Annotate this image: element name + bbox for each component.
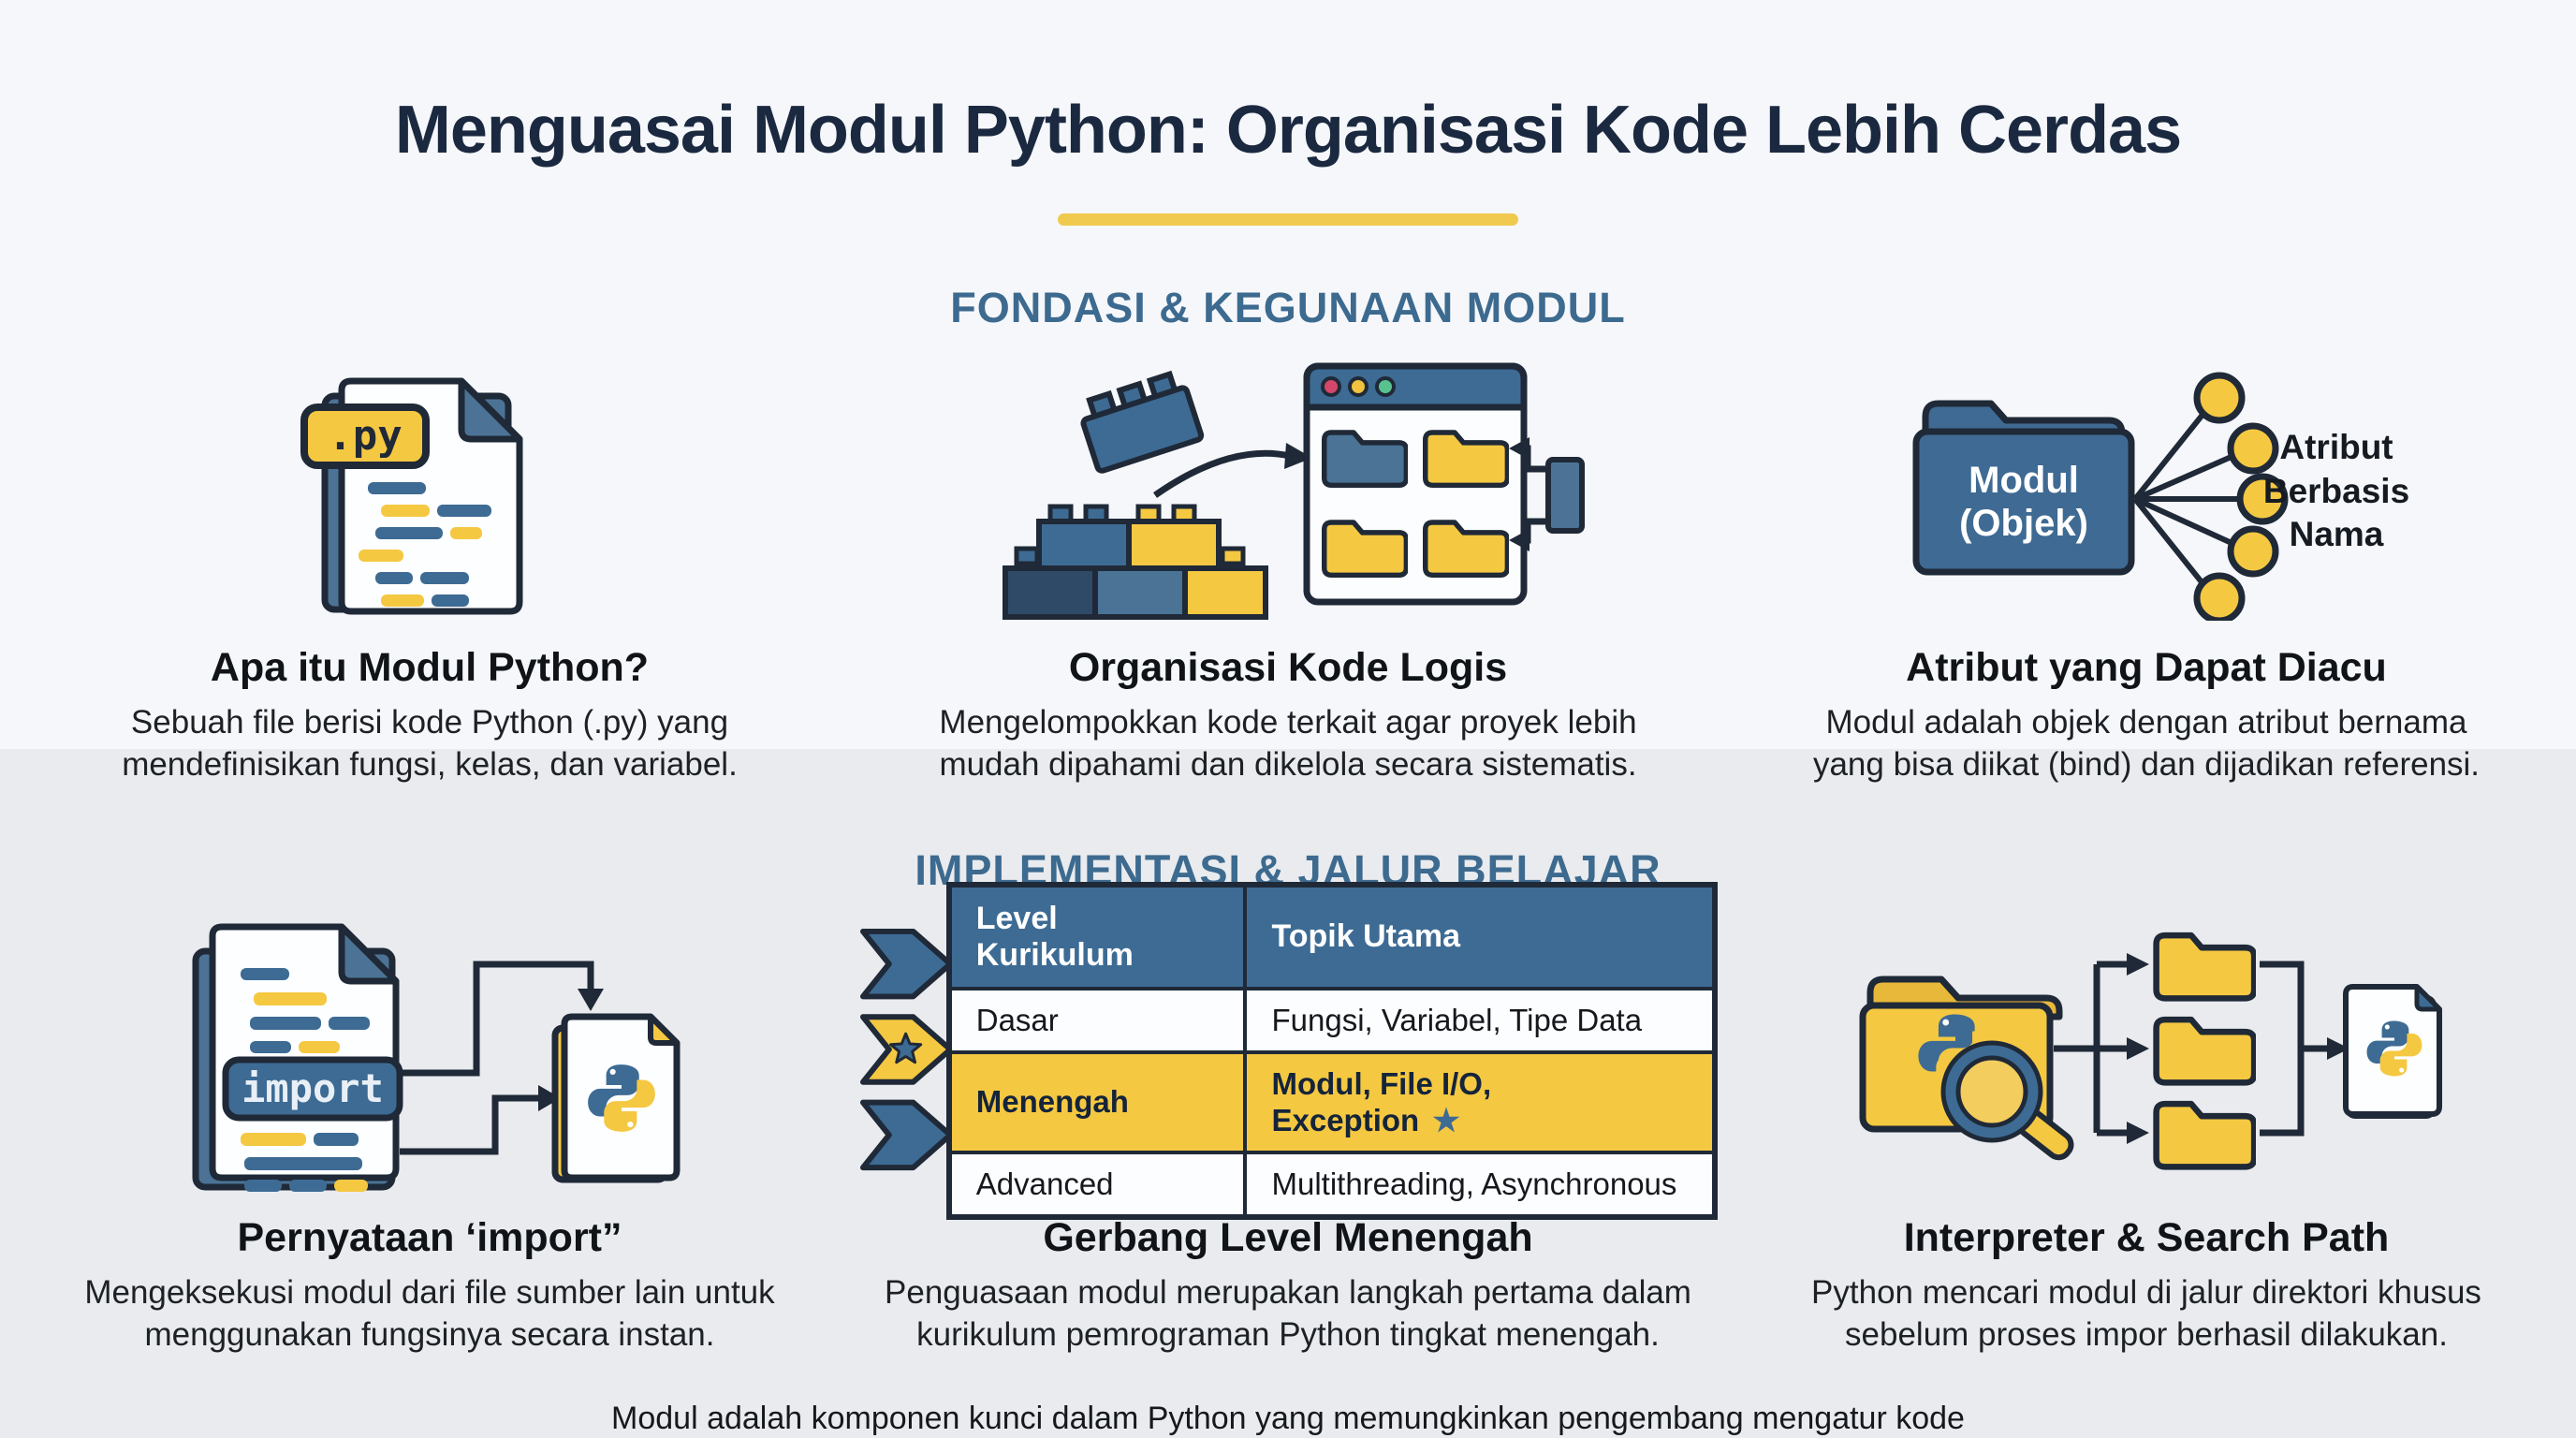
card-title: Atribut yang Dapat Diacu	[1906, 645, 2387, 691]
card-apa-itu-modul: .py Apa itu Modul Python? Sebuah file be…	[1, 332, 859, 786]
card-title: Gerbang Level Menengah	[1043, 1215, 1533, 1261]
column-header-level: Level Kurikulum	[946, 882, 1248, 990]
lego-brick-stack	[1003, 504, 1268, 621]
code-organization-icon-svg	[1003, 362, 1585, 621]
attribute-nodes	[2193, 372, 2289, 622]
card-body: Python mencari modul di jalur direktori …	[1811, 1274, 2481, 1353]
title-underline-accent	[1058, 213, 1518, 227]
search-branch-lines	[2054, 961, 2129, 1137]
card-organisasi-kode: Organisasi Kode Logis Mengelompokkan kod…	[859, 332, 1718, 786]
folder-yellow	[2157, 935, 2255, 998]
folder-yellow	[1325, 522, 1407, 575]
python-folder-search	[1859, 976, 2074, 1161]
folder-yellow	[2157, 1020, 2255, 1082]
table-row-menengah-highlighted: Menengah Modul, File I/O, Exception★	[946, 1049, 1717, 1154]
import-arrow-top	[400, 961, 594, 1077]
folder-yellow	[1426, 522, 1508, 575]
found-module-page	[2343, 984, 2442, 1120]
card-body: Mengeksekusi modul dari file sumber lain…	[84, 1274, 775, 1353]
cell-level: Menengah	[946, 1049, 1248, 1154]
card-pernyataan-import: import	[1, 895, 859, 1357]
column-header-topics: Topik Utama	[1243, 882, 1717, 990]
module-page	[1509, 437, 1585, 552]
window-dot-green	[1375, 376, 1396, 398]
card-body: Sebuah file berisi kode Python (.py) yan…	[122, 704, 738, 784]
import-statement-icon-svg: import	[192, 923, 681, 1193]
magnifier-icon	[1940, 1040, 2074, 1161]
footer: Modul adalah komponen kunci dalam Python…	[0, 1396, 2576, 1438]
chevron-dasar	[859, 929, 953, 1000]
card-gerbang-level: Level Kurikulum Topik Utama Dasar Fungsi…	[859, 881, 1718, 1357]
foundation-cards-row: .py Apa itu Modul Python? Sebuah file be…	[0, 332, 2576, 786]
footer-text: Modul adalah komponen kunci dalam Python…	[611, 1400, 1965, 1436]
star-icon: ★	[1432, 1102, 1460, 1137]
card-title: Interpreter & Search Path	[1903, 1215, 2390, 1261]
card-title: Organisasi Kode Logis	[1068, 645, 1508, 691]
python-module-page	[551, 1013, 681, 1183]
search-converge-lines	[2260, 961, 2329, 1137]
window-dot-red	[1321, 376, 1341, 398]
module-folder-label: Modul (Objek)	[1959, 460, 2088, 545]
search-path-icon-svg	[1859, 908, 2442, 1193]
import-arrow-mid	[400, 1094, 540, 1155]
py-file-icon-svg: .py	[300, 377, 523, 615]
curriculum-table: Level Kurikulum Topik Utama Dasar Fungsi…	[945, 881, 1718, 1220]
table-row-advanced: Advanced Multithreading, Asynchronous	[946, 1150, 1717, 1219]
lego-brick-tilted	[1080, 371, 1205, 475]
card-body: Penguasaan modul merupakan langkah perta…	[885, 1274, 1691, 1353]
card-atribut-diacu: Modul (Objek) Atribut Berbasis Nama Atri…	[1718, 332, 2576, 786]
module-attributes-icon-svg	[1912, 372, 2289, 622]
table-header-row: Level Kurikulum Topik Utama	[946, 882, 1717, 990]
table-row-dasar: Dasar Fungsi, Variabel, Tipe Data	[946, 986, 1717, 1054]
card-body: Mengelompokkan kode terkait agar proyek …	[939, 704, 1637, 784]
card-interpreter-search-path: Interpreter & Search Path Python mencari…	[1718, 895, 2576, 1357]
code-organization-icon	[988, 349, 1588, 621]
folder-window	[1303, 362, 1528, 606]
module-attributes-icon: Modul (Objek) Atribut Berbasis Nama	[1884, 349, 2409, 622]
cell-level: Dasar	[946, 986, 1248, 1054]
curriculum-table-zone: Level Kurikulum Topik Utama Dasar Fungsi…	[859, 881, 1718, 1220]
card-title: Apa itu Modul Python?	[210, 645, 650, 691]
folder-yellow	[2157, 1104, 2255, 1167]
window-dot-yellow	[1348, 376, 1368, 398]
cell-level: Advanced	[946, 1150, 1248, 1219]
cell-topics: Multithreading, Asynchronous	[1243, 1150, 1717, 1219]
folder-yellow	[1426, 433, 1508, 485]
card-body: Modul adalah objek dengan atribut bernam…	[1812, 704, 2481, 784]
section-header-foundation: FONDASI & KEGUNAAN MODUL	[950, 284, 1626, 332]
attributes-label: Atribut Berbasis Nama	[2262, 428, 2410, 553]
star-icon	[888, 1032, 922, 1064]
card-title: Pernyataan ‘import”	[237, 1215, 622, 1261]
import-statement-icon: import	[168, 910, 692, 1193]
import-badge-label: import	[242, 1065, 384, 1111]
page-title: Menguasai Modul Python: Organisasi Kode …	[394, 93, 2182, 169]
implementation-cards-row: import	[0, 881, 2576, 1357]
search-path-icon	[1842, 910, 2451, 1191]
chevron-menengah-star	[859, 1014, 953, 1085]
py-badge-label: .py	[328, 412, 402, 460]
py-file-icon: .py	[289, 349, 570, 621]
level-chevrons	[859, 929, 953, 1171]
arrow-lego-to-window	[1152, 450, 1291, 499]
folder-blue	[1325, 433, 1407, 485]
chevron-advanced	[859, 1099, 953, 1171]
attribute-lines	[2132, 404, 2251, 595]
cell-topics: Fungsi, Variabel, Tipe Data	[1243, 986, 1717, 1054]
cell-topics: Modul, File I/O, Exception★	[1243, 1049, 1717, 1154]
